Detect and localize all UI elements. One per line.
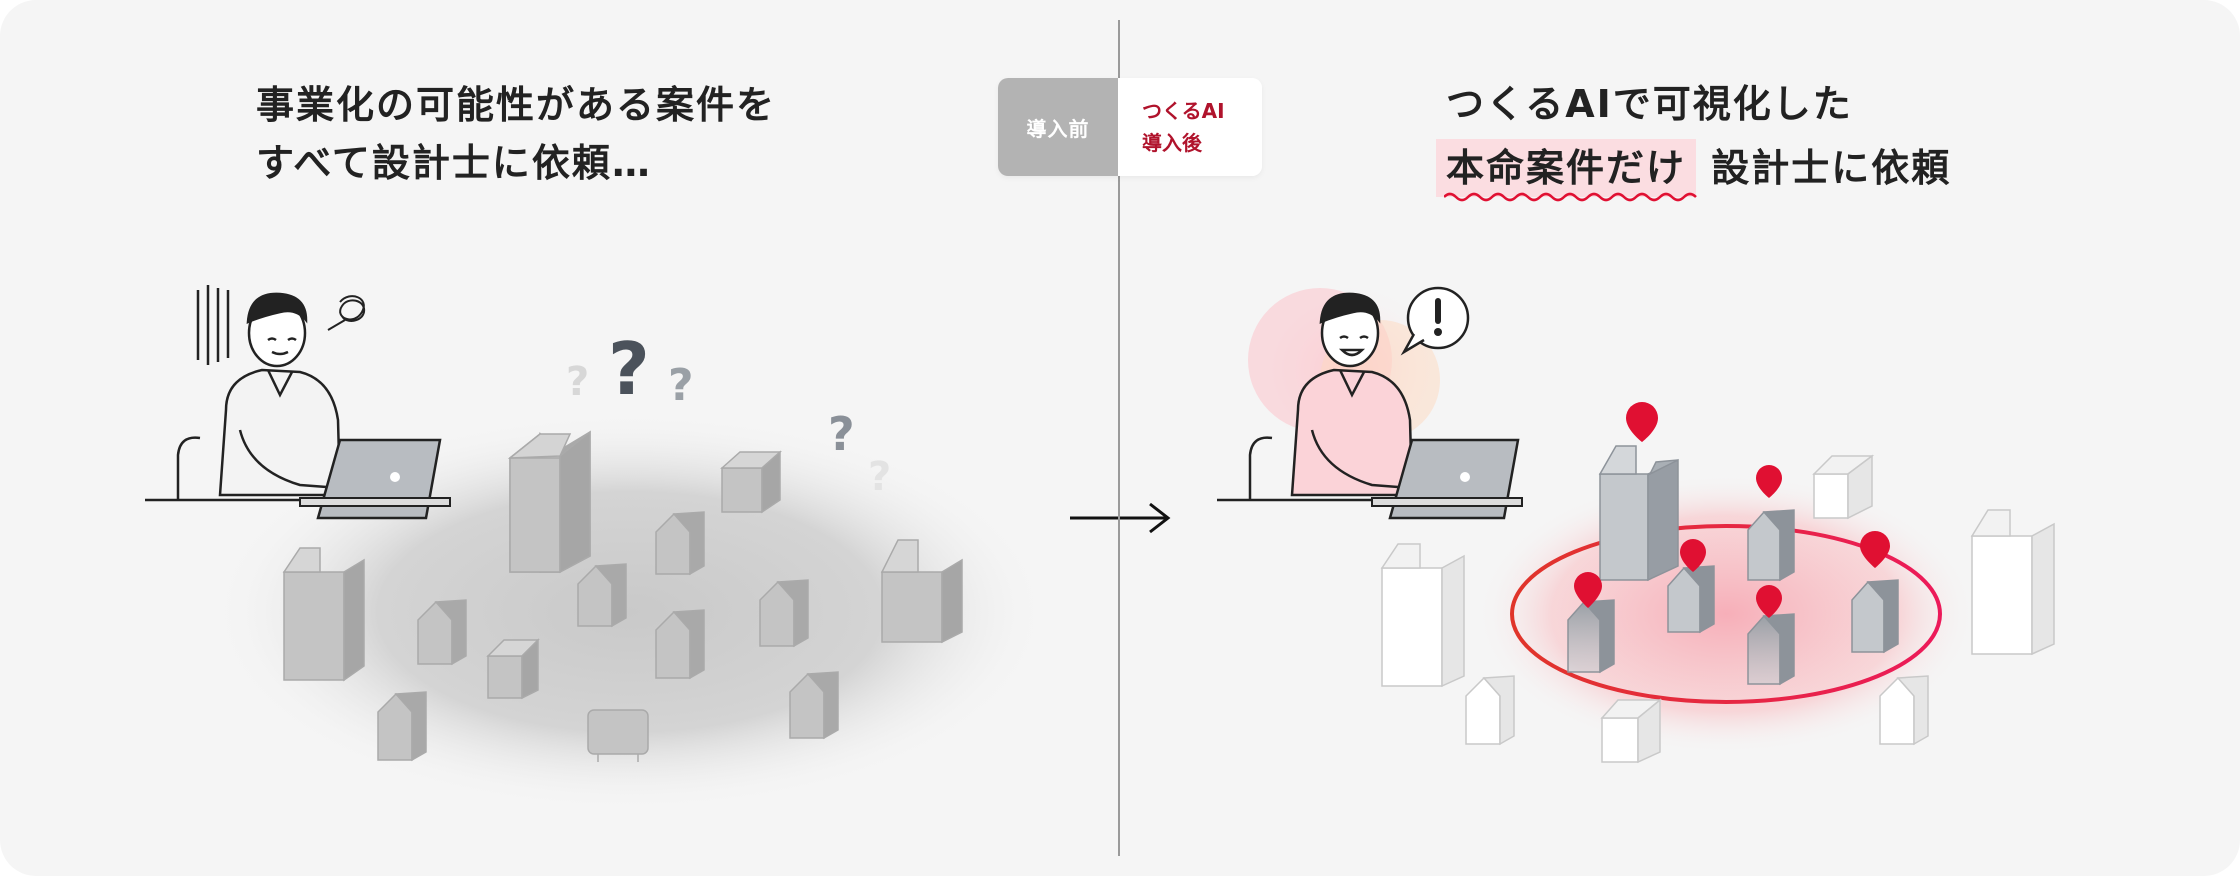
highlight-ring [1510,524,1942,704]
before-heading-line1: 事業化の可能性がある案件を [256,83,777,127]
after-heading-highlight-text: 本命案件だけ [1446,146,1687,190]
before-after-toggle[interactable]: 導入前 つくるAI 導入後 [998,78,1262,176]
building-icon [282,430,963,762]
toggle-after-label-line1: つくるAI [1142,99,1225,123]
after-heading-highlight: 本命案件だけ [1436,139,1697,202]
laptop-icon [1371,438,1523,520]
before-heading-line2: すべて設計士に依頼… [256,141,652,185]
after-heading-line2: 本命案件だけ 設計士に依頼 [1436,136,1952,202]
question-mark-icon: ? ? ? ? ? [566,327,891,500]
after-heading: つくるAIで可視化した 本命案件だけ 設計士に依頼 [1436,72,1952,202]
before-heading: 事業化の可能性がある案件を すべて設計士に依頼… [256,76,776,192]
building-icon [1380,454,2055,764]
laptop-icon [299,438,451,520]
smiling-man-icon [1217,292,1518,502]
svg-text:?: ? [868,454,891,500]
svg-text:?: ? [566,359,589,405]
exclamation-bubble-icon [1400,286,1470,356]
svg-text:?: ? [668,360,694,411]
worried-man-icon [145,285,445,502]
building-icon [1567,445,1899,686]
after-heading-rest: 設計士に依頼 [1711,146,1952,190]
svg-text:?: ? [608,327,650,411]
after-heading-line1: つくるAIで可視化した [1446,82,1853,126]
wavy-underline [1444,192,1697,202]
toggle-before-label[interactable]: 導入前 [998,78,1118,176]
before-after-divider [1118,20,1120,856]
svg-text:?: ? [828,407,855,461]
toggle-after-label-line2: 導入後 [1142,131,1202,155]
toggle-after-option[interactable]: つくるAI 導入後 [1118,78,1262,176]
map-pin-icon [1574,402,1890,618]
